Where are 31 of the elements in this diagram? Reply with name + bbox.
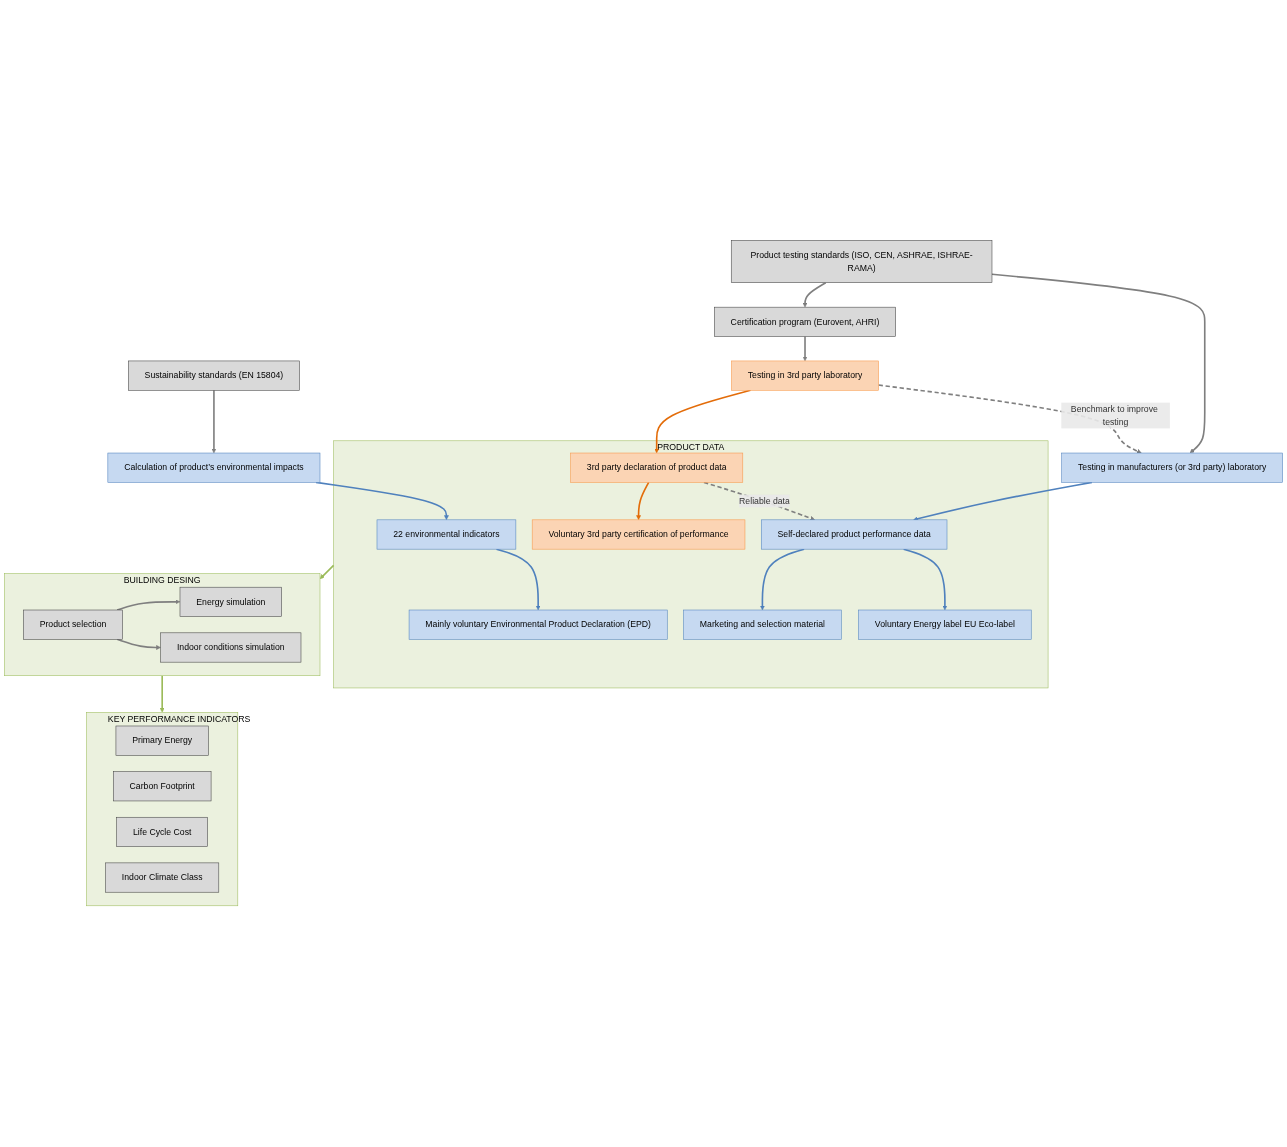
node-box: Energy simulation	[179, 587, 282, 618]
node-box: Sustainability standards (EN 15804)	[128, 361, 300, 391]
arrow	[802, 282, 827, 308]
arrow	[116, 599, 181, 612]
node-box: Indoor Climate Class	[105, 863, 220, 893]
node-box: Marketing and selection material	[683, 610, 842, 641]
edge-label: Reliable data	[739, 496, 790, 506]
node-box: Calculation of product’s environmental impacts	[107, 453, 321, 484]
arrow	[703, 481, 815, 521]
node-box: Carbon Footprint	[113, 771, 212, 802]
node-box: Self-declared product performance data	[761, 520, 948, 550]
node-box: Product selection	[23, 610, 123, 641]
node-box: Indoor conditions simulation	[160, 633, 302, 663]
node-box: Mainly voluntary Environmental Product Declaration (EPD)	[408, 610, 668, 641]
node-box: Life Cycle Cost	[116, 817, 208, 848]
node-box: 22 environmental indicators	[376, 520, 517, 550]
node-box: Testing in manufacturers (or 3rd party) laboratory	[1061, 453, 1283, 484]
node-box: 3rd party declaration of product data	[570, 453, 744, 484]
edge-label: Benchmark to improve testing	[1070, 404, 1158, 427]
arrow	[991, 273, 1206, 454]
node-box: Voluntary 3rd party certification of performance	[531, 520, 746, 550]
arrow	[319, 564, 335, 580]
arrow	[211, 389, 217, 454]
arrow	[802, 336, 808, 362]
node-box: Product testing standards (ISO, CEN, ASHRAE, ISHRAE-RAMA)	[730, 240, 993, 284]
node-box: Certification program (Eurovent, AHRI)	[714, 307, 896, 338]
arrow	[159, 675, 165, 714]
arrow	[636, 481, 650, 521]
node-box: Primary Energy	[115, 726, 209, 756]
node-box: Voluntary Energy label EU Eco-label	[858, 610, 1032, 641]
node-box: Testing in 3rd party laboratory	[731, 361, 879, 391]
